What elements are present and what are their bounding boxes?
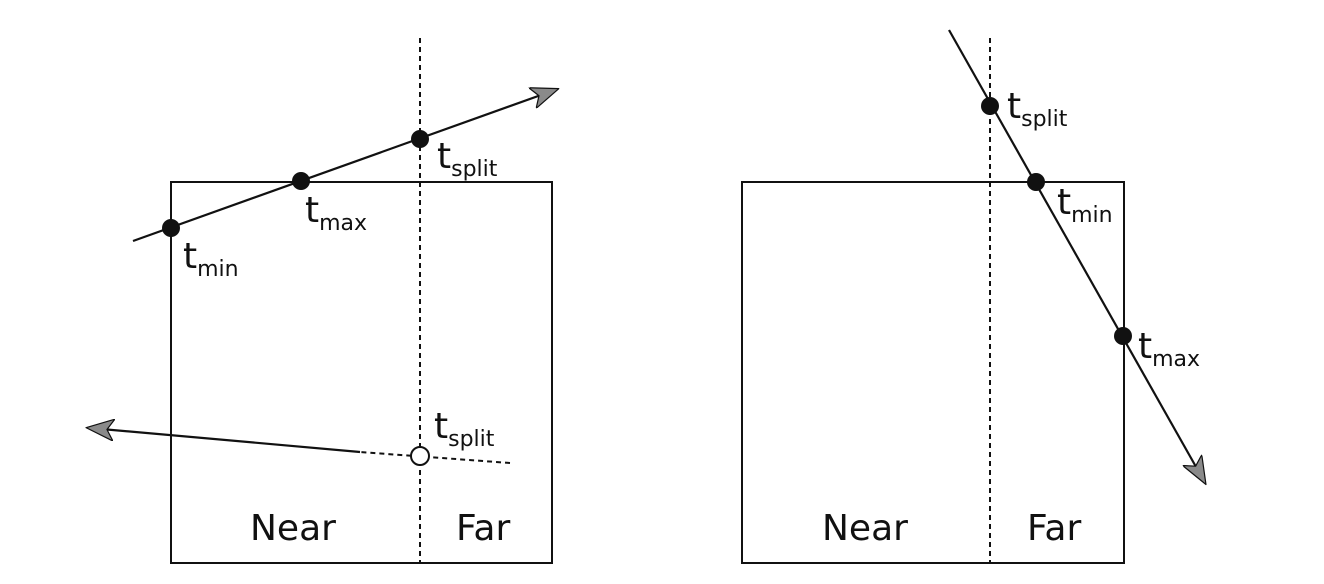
right-near-label: Near <box>822 508 908 549</box>
right-tsplit-point <box>981 97 999 115</box>
right-tmax-point <box>1114 327 1132 345</box>
left-ray1-tmax-point <box>292 172 310 190</box>
left-ray1-tmin-point <box>162 219 180 237</box>
right-tmax-label: tmax <box>1138 326 1200 372</box>
left-box <box>170 181 553 564</box>
left-near-label: Near <box>250 508 336 549</box>
right-box <box>741 181 1125 564</box>
right-panel: tsplit tmin tmax Near Far <box>741 29 1204 564</box>
right-far-label: Far <box>1027 508 1081 549</box>
left-panel: tmin tmax tsplit tsplit Near Far <box>90 38 555 564</box>
right-tmin-point <box>1027 173 1045 191</box>
left-ray2-tsplit-label: tsplit <box>434 406 495 452</box>
left-ray1-tmin-label: tmin <box>183 236 239 282</box>
right-tmin-label: tmin <box>1057 182 1113 228</box>
left-ray1-tmax-label: tmax <box>305 190 367 236</box>
left-ray-1 <box>132 90 555 243</box>
left-ray1-tsplit-label: tsplit <box>437 136 498 182</box>
left-ray2-tsplit-point <box>410 446 430 466</box>
left-ray-2-dashed <box>359 451 511 464</box>
left-ray1-tsplit-point <box>411 130 429 148</box>
left-far-label: Far <box>456 508 510 549</box>
left-ray-2-solid <box>90 428 361 454</box>
right-tsplit-label: tsplit <box>1007 86 1068 132</box>
